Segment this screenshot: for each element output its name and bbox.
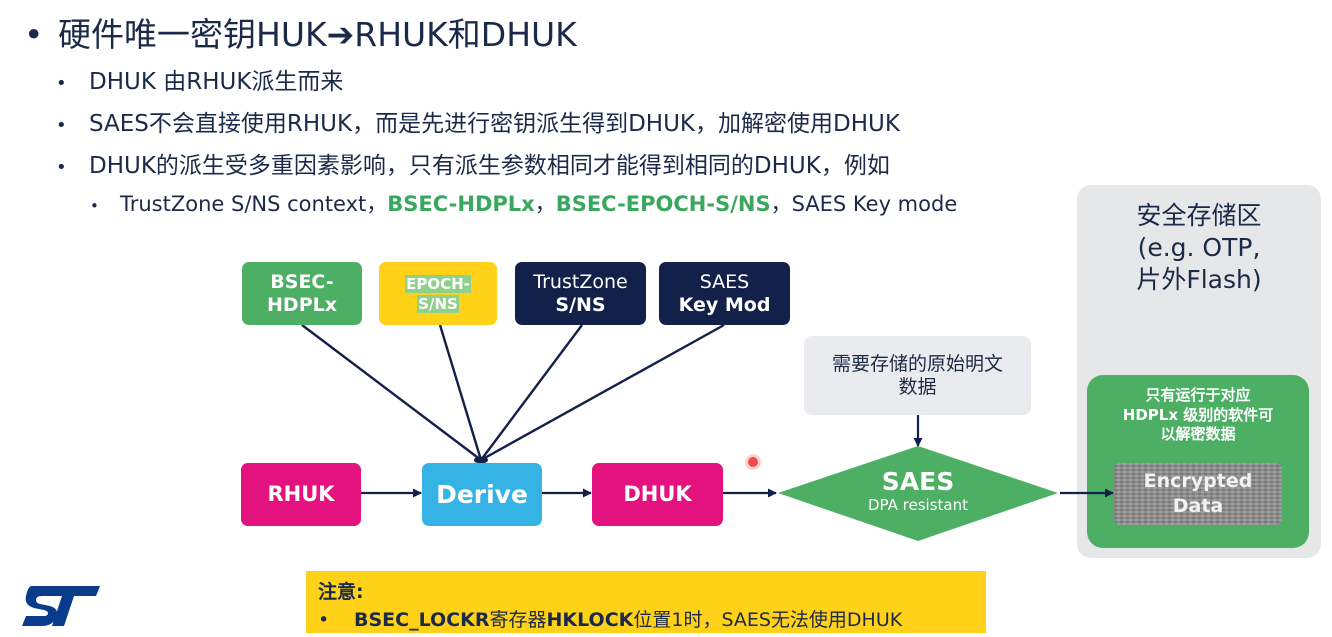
sub-bullet-part1: TrustZone S/NS context， [120,192,388,216]
epoch-line1: EPOCH- [405,274,471,293]
connector-epoch-derive [438,324,483,461]
sub-bullet-dot: • [90,197,99,215]
saes-key-mode-box: SAES Key Mod [659,262,790,325]
sub-bullet-part5: ，SAES Key mode [770,192,958,216]
sub-bullet-sep: ， [534,192,556,216]
secure-storage-line1: 安全存储区 [1136,201,1262,230]
bullet-item: • SAES不会直接使用RHUK，而是先进行密钥派生得到DHUK，加解密使用DH… [56,104,900,138]
title-bullet: • [24,15,44,54]
dhuk-box: DHUK [592,463,723,526]
plaintext-line2: 数据 [898,375,937,398]
saes-key-line1: SAES [699,270,750,293]
note-bullet: • [318,609,330,631]
bullet-dot: • [56,157,67,178]
pointer-dot [748,457,758,467]
secure-storage-line2: (e.g. OTP, [1137,233,1261,262]
saes-diamond [778,446,1058,541]
saes-subtitle: DPA resistant [868,495,968,514]
note-title: 注意: [318,581,364,603]
saes-key-line2: Key Mod [678,293,771,316]
bsec-hdplx-box: BSEC- HDPLx [242,262,362,325]
encrypted-line2: Data [1172,495,1224,517]
access-note-line2: HDPLx 级别的软件可 [1122,405,1274,424]
bsec-hdplx-line1: BSEC- [270,270,334,293]
bullet-text: DHUK 由RHUK派生而来 [89,69,344,95]
note-text1: 寄存器 [489,609,547,631]
note-box: 注意: • BSEC_LOCKR寄存器HKLOCK位置1时，SAES无法使用DHU… [306,571,986,633]
connector-hdplx-derive [301,324,482,461]
note-bold2: HKLOCK [546,609,634,631]
epoch-box: EPOCH- S/NS [379,262,497,325]
saes-title: SAES [881,467,955,496]
sub-bullet-hdplx: BSEC-HDPLx [387,192,535,216]
plaintext-line1: 需要存储的原始明文 [831,352,1003,375]
note-text2: 位置1时，SAES无法使用DHUK [633,609,903,631]
rhuk-box: RHUK [241,463,361,526]
saes-label: SAES DPA resistant [818,467,1018,514]
bullet-dot: • [56,115,67,136]
access-note-line1: 只有运行于对应 [1145,386,1251,404]
derive-label: Derive [436,479,528,509]
bullet-item: • DHUK的派生受多重因素影响，只有派生参数相同才能得到相同的DHUK，例如 [56,146,890,180]
trustzone-line2: S/NS [555,293,606,316]
access-note: 只有运行于对应 HDPLx 级别的软件可 以解密数据 [1087,386,1309,445]
rhuk-label: RHUK [267,481,335,506]
connector-junction [474,456,488,464]
trustzone-line1: TrustZone [533,270,628,293]
encrypted-line1: Encrypted [1143,470,1253,493]
bullet-dot: • [56,73,67,94]
derive-box: Derive [422,463,542,526]
slide-title: • 硬件唯一密钥HUK➔RHUK和DHUK [24,8,577,56]
title-text: 硬件唯一密钥HUK➔RHUK和DHUK [58,15,577,54]
secure-storage-line3: 片外Flash) [1136,265,1262,294]
encrypted-data-box: Encrypted Data [1114,463,1282,525]
connector-trustzone-derive [480,324,583,461]
sub-bullet-item: • TrustZone S/NS context， BSEC-HDPLx ， B… [90,188,957,218]
epoch-line2: S/NS [417,294,459,313]
watermark [1128,592,1133,612]
note-bold1: BSEC_LOCKR [354,609,490,631]
bullet-item: • DHUK 由RHUK派生而来 [56,62,343,96]
bullet-text: SAES不会直接使用RHUK，而是先进行密钥派生得到DHUK，加解密使用DHUK [89,111,900,137]
bsec-hdplx-line2: HDPLx [267,293,337,316]
connector-keymode-derive [480,323,725,462]
note-line: • BSEC_LOCKR寄存器HKLOCK位置1时，SAES无法使用DHUK [318,605,902,632]
dhuk-label: DHUK [623,481,692,506]
bullet-text: DHUK的派生受多重因素影响，只有派生参数相同才能得到相同的DHUK，例如 [89,153,890,179]
secure-storage-title: 安全存储区 (e.g. OTP, 片外Flash) [1077,200,1321,296]
access-note-line3: 以解密数据 [1160,425,1236,443]
sub-bullet-epoch: BSEC-EPOCH-S/NS [555,192,771,216]
st-logo-icon [20,584,102,632]
trustzone-box: TrustZone S/NS [515,262,646,325]
plaintext-box: 需要存储的原始明文 数据 [804,336,1031,415]
